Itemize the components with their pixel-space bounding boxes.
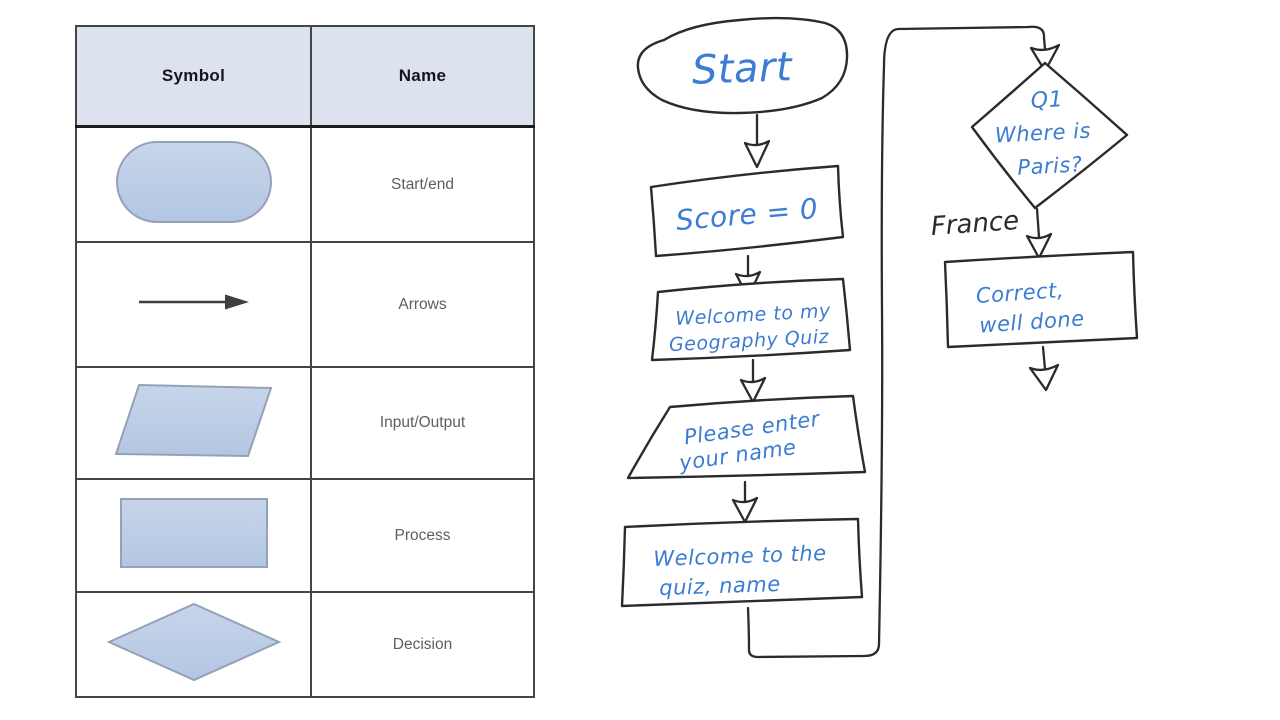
- symbol-name-label: Input/Output: [310, 366, 535, 480]
- symbol-name-label: Process: [310, 478, 535, 593]
- loop-connector-arrowhead-icon: [1029, 43, 1061, 73]
- table-header-row: Symbol Name: [75, 25, 535, 128]
- start-label: Start: [691, 44, 794, 93]
- symbol-cell: [75, 241, 312, 368]
- start-node: [636, 16, 849, 115]
- symbol-name-label: Arrows: [310, 241, 535, 368]
- flow-arrow-line: [1035, 207, 1041, 239]
- greeting-label-line2: quiz, name: [659, 572, 781, 600]
- score-node: [649, 164, 845, 258]
- correct-feedback-node: [943, 250, 1139, 349]
- symbol-cell: [75, 478, 312, 593]
- loop-connector-line: [746, 25, 1047, 659]
- greeting-node: [620, 517, 864, 608]
- flow-arrowhead-icon: [731, 496, 759, 524]
- rectangle-icon: [119, 498, 268, 568]
- symbol-cell: [75, 591, 312, 698]
- question1-decision-node: [970, 61, 1129, 210]
- flowchart-symbol-legend-table: Symbol Name Start/end: [75, 25, 535, 698]
- symbol-name-label: Start/end: [310, 125, 535, 243]
- stadium-icon: [115, 141, 272, 223]
- table-header-symbol: Symbol: [75, 25, 312, 128]
- exit-arrow-line: [1041, 345, 1047, 371]
- symbol-cell: [75, 366, 312, 480]
- table-row-process: Process: [75, 478, 535, 593]
- parallelogram-icon: [114, 383, 272, 457]
- enter-name-input-node: [626, 394, 867, 480]
- table-header-name: Name: [310, 25, 535, 128]
- diamond-icon: [106, 602, 281, 682]
- table-row-decision: Decision: [75, 591, 535, 698]
- question1-label-line1: Q1: [1030, 87, 1064, 114]
- flow-arrowhead-icon: [739, 376, 767, 404]
- table-row-start-end: Start/end: [75, 125, 535, 243]
- table-row-input-output: Input/Output: [75, 366, 535, 480]
- table-row-arrows: Arrows: [75, 241, 535, 368]
- symbol-cell: [75, 125, 312, 243]
- answer-label: France: [930, 206, 1020, 242]
- welcome-message-node: [650, 277, 852, 362]
- handdrawn-flowchart-canvas: Start Score = 0 Welcome to my Geography …: [620, 16, 1139, 659]
- flow-arrowhead-icon: [1025, 232, 1053, 260]
- arrow-icon: [138, 294, 249, 310]
- symbol-name-label: Decision: [310, 591, 535, 698]
- question1-label-line3: Paris?: [1017, 152, 1083, 179]
- question1-label-line2: Where is: [994, 119, 1091, 148]
- exit-arrowhead-icon: [1028, 363, 1060, 392]
- flow-arrowhead-icon: [743, 139, 771, 169]
